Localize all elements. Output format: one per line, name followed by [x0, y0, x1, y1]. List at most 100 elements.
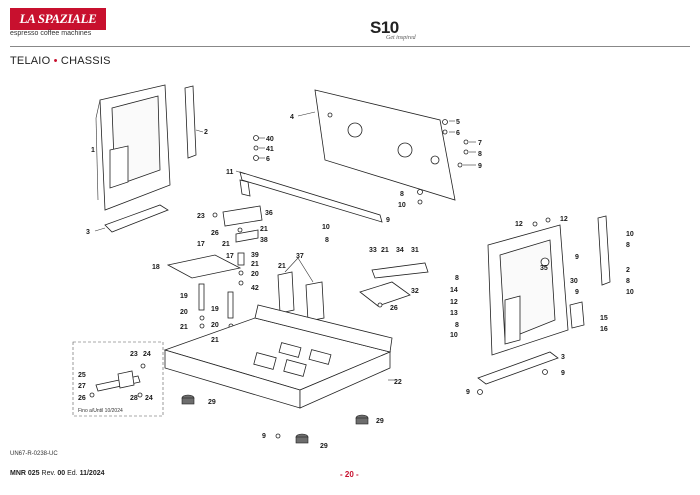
callout-21g: 21	[381, 247, 389, 254]
callout-34: 34	[396, 247, 404, 254]
callout-10b: 10	[322, 224, 330, 231]
callout-8b: 8	[400, 191, 404, 198]
callout-42: 42	[251, 285, 259, 292]
page-number: - 20 -	[340, 470, 359, 479]
title-separator: •	[53, 55, 58, 67]
callout-9f: 9	[561, 370, 565, 377]
callout-21e: 21	[180, 324, 188, 331]
callout-16: 16	[600, 326, 608, 333]
callout-6b: 6	[266, 156, 270, 163]
callout-7: 7	[478, 140, 482, 147]
callout-9d: 9	[575, 254, 579, 261]
callout-3: 3	[86, 229, 90, 236]
callout-9: 9	[478, 163, 482, 170]
part-spacer-39	[237, 252, 245, 286]
callout-22: 22	[394, 379, 402, 386]
callout-35: 35	[540, 265, 548, 272]
callout-25: 25	[78, 372, 86, 379]
title-english: CHASSIS	[60, 55, 111, 67]
callout-5: 5	[456, 119, 460, 126]
part-crossbar	[235, 170, 383, 223]
header-divider	[10, 46, 690, 47]
callout-13: 13	[450, 310, 458, 317]
callout-4: 4	[290, 114, 294, 121]
callout-8: 8	[478, 151, 482, 158]
callout-40: 40	[266, 136, 274, 143]
doc-number: MNR 025	[10, 470, 40, 477]
callout-11: 11	[226, 169, 234, 176]
callout-2: 2	[204, 129, 208, 136]
title-italian: TELAIO	[10, 55, 51, 67]
callout-10: 10	[398, 202, 406, 209]
callout-8c: 8	[325, 237, 329, 244]
callout-9c: 9	[262, 433, 266, 440]
callout-41: 41	[266, 146, 274, 153]
callout-18: 18	[152, 264, 160, 271]
callout-29c: 29	[376, 418, 384, 425]
callout-12b: 12	[560, 216, 568, 223]
model-code: S10	[370, 18, 399, 37]
callout-9g: 9	[466, 389, 470, 396]
callout-12c: 12	[450, 299, 458, 306]
callout-33: 33	[369, 247, 377, 254]
callout-17b: 17	[226, 253, 234, 260]
callout-36: 36	[265, 210, 273, 217]
callout-2b: 2	[626, 267, 630, 274]
part-rear-panel	[297, 89, 456, 201]
model-subtitle: Get inspired	[386, 35, 416, 41]
callout-14: 14	[450, 287, 458, 294]
callout-19a: 19	[180, 293, 188, 300]
ed-value: 11/2024	[79, 470, 105, 477]
part-left-frame	[95, 84, 171, 211]
callout-27: 27	[78, 383, 86, 390]
ed-label: Ed.	[67, 470, 78, 477]
part-base-chassis	[163, 304, 396, 409]
part-plate-18	[166, 254, 242, 279]
callout-15: 15	[600, 315, 608, 322]
callout-8g: 8	[626, 278, 630, 285]
callout-10d: 10	[626, 231, 634, 238]
callout-21f: 21	[211, 337, 219, 344]
callout-21b: 21	[222, 241, 230, 248]
callout-20c: 20	[211, 322, 219, 329]
callout-10e: 10	[626, 289, 634, 296]
callout-39: 39	[251, 252, 259, 259]
callout-9b: 9	[386, 217, 390, 224]
callout-29b: 29	[320, 443, 328, 450]
callout-labels: 1 2 3 4 5 6 7 8 9 8 10 11 40 41 6 9 10 8…	[78, 114, 634, 450]
model-mark: S10 Get inspired	[370, 18, 416, 41]
callout-8d: 8	[455, 275, 459, 282]
callout-21d: 21	[278, 263, 286, 270]
callout-3b: 3	[561, 354, 565, 361]
part-right-frame	[477, 215, 611, 395]
callout-38: 38	[260, 237, 268, 244]
part-hardware-rear	[417, 119, 476, 205]
rev-label: Rev.	[41, 470, 56, 477]
part-brackets-37	[277, 257, 325, 322]
callout-24b: 24	[145, 395, 153, 402]
callout-26c: 26	[78, 395, 86, 402]
callout-31: 31	[411, 247, 419, 254]
document-code: MNR 025 Rev. 00 Ed. 11/2024	[10, 470, 105, 477]
callout-19b: 19	[211, 306, 219, 313]
callout-20b: 20	[180, 309, 188, 316]
callout-23: 23	[197, 213, 205, 220]
callout-1: 1	[91, 147, 95, 154]
brand-logo: LA SPAZIALE	[10, 8, 106, 30]
callout-9e: 9	[575, 289, 579, 296]
callout-17a: 17	[197, 241, 205, 248]
callout-8f: 8	[626, 242, 630, 249]
callout-26: 26	[211, 230, 219, 237]
callout-12a: 12	[515, 221, 523, 228]
part-hardware-top	[253, 135, 265, 161]
inset-note: Fino a/Until 10/2024	[78, 408, 123, 414]
page-title: TELAIO • CHASSIS	[10, 55, 111, 67]
callout-10c: 10	[450, 332, 458, 339]
brand-logo-text: LA SPAZIALE	[19, 11, 97, 26]
part-side-bracket	[184, 85, 204, 159]
callout-29a: 29	[208, 399, 216, 406]
callout-26b: 26	[390, 305, 398, 312]
callout-32: 32	[411, 288, 419, 295]
brand-tagline: espresso coffee machines	[10, 30, 92, 37]
